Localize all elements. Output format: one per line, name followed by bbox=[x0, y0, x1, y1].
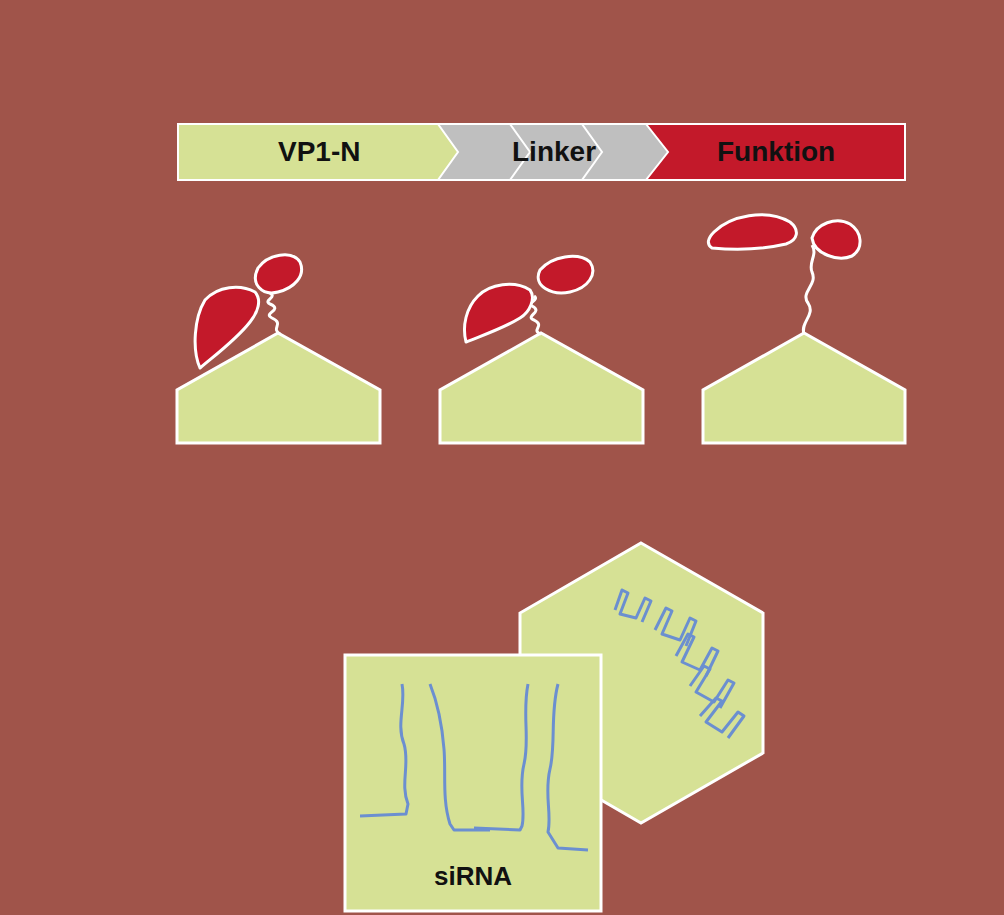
node-label: siRNA bbox=[434, 861, 512, 892]
vp1-pentamer bbox=[440, 333, 643, 443]
vp1-pentamer bbox=[703, 333, 905, 443]
bar-segment: Linker bbox=[438, 123, 670, 181]
node-label: Funktion bbox=[717, 136, 835, 168]
bar-segment: Funktion bbox=[646, 123, 906, 181]
function-domain bbox=[708, 215, 796, 249]
linker-coil bbox=[803, 245, 814, 334]
node-label: VP1-N bbox=[278, 136, 360, 168]
sirna-strands bbox=[615, 590, 744, 738]
linker-coil bbox=[268, 292, 280, 334]
function-domain bbox=[538, 256, 593, 292]
vlp-square: siRNA bbox=[344, 654, 602, 912]
node-label: Linker bbox=[512, 136, 596, 168]
function-domain bbox=[812, 221, 860, 258]
function-domain bbox=[255, 255, 301, 293]
function-domain bbox=[465, 284, 533, 342]
function-domain bbox=[195, 287, 258, 368]
bar-segment: VP1-N bbox=[177, 123, 462, 181]
